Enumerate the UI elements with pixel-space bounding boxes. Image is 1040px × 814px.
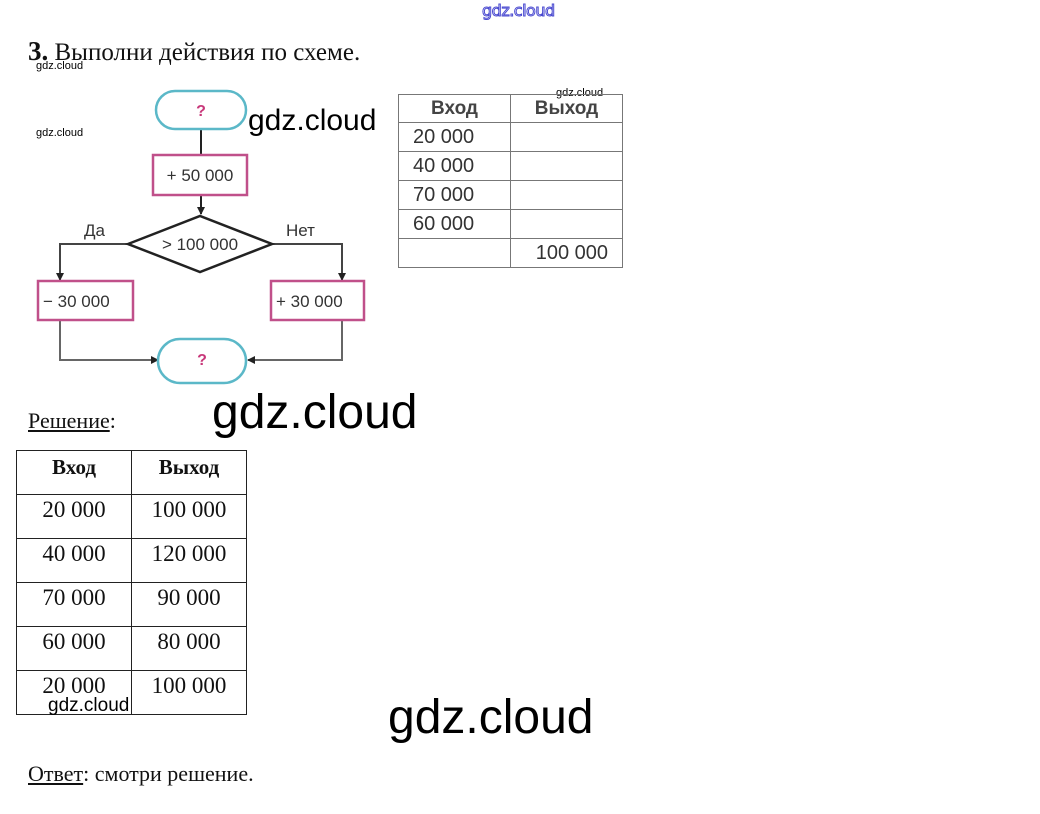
yes-label: Да <box>84 221 106 240</box>
header-input: Вход <box>398 94 511 123</box>
process-add-50000-label: + 50 000 <box>167 166 234 185</box>
watermark-table-overlay: gdz.cloud <box>48 695 130 716</box>
table-row: 20 000 <box>398 122 623 152</box>
input-cell: 20 000 <box>16 494 132 539</box>
solution-label-text: Решение <box>28 408 110 433</box>
watermark-big: gdz.cloud <box>212 386 418 439</box>
watermark-small: gdz.cloud <box>36 60 84 72</box>
yes-merge-arrow <box>59 320 159 364</box>
task-text: Выполни действия по схеме. <box>54 39 361 66</box>
output-cell: 100 000 <box>131 494 247 539</box>
output-cell: 100 000 <box>131 670 247 715</box>
solution-label-colon: : <box>109 408 116 433</box>
process-add-30000 <box>269 279 366 322</box>
input-cell: 70 000 <box>398 180 511 210</box>
output-cell <box>510 180 623 210</box>
answer-label: Ответ <box>28 761 84 786</box>
input-cell: 60 000 <box>398 209 511 239</box>
task-table-header-row: Вход Выход <box>398 94 623 123</box>
output-cell: 120 000 <box>131 538 247 583</box>
table-row: 100 000 <box>398 238 623 268</box>
output-cell <box>510 122 623 152</box>
table-row: 40 000 120 000 <box>16 538 247 583</box>
start-terminal <box>154 89 248 131</box>
watermark-big: gdz.cloud <box>388 691 594 744</box>
output-cell: 80 000 <box>131 626 247 671</box>
watermark-top: gdz.cloud <box>482 1 556 21</box>
input-cell: 20 000 <box>16 670 132 715</box>
flowchart: ? + 50 000 > 100 000 Да Нет − 30 000 + 3… <box>36 89 366 385</box>
table-row: 70 000 <box>398 180 623 210</box>
decision-label: > 100 000 <box>162 235 238 254</box>
task-number: 3. <box>28 36 49 66</box>
input-cell: 40 000 <box>398 151 511 181</box>
start-label: ? <box>196 103 206 120</box>
end-label: ? <box>197 352 207 369</box>
output-cell <box>510 151 623 181</box>
no-merge-arrow <box>247 320 343 364</box>
table-row: 20 000 100 000 <box>16 670 247 715</box>
answer: Ответ: смотри решение. <box>28 761 254 787</box>
output-cell: 90 000 <box>131 582 247 627</box>
task-title: 3. Выполни действия по схеме. <box>28 36 360 67</box>
input-cell: 20 000 <box>398 122 511 152</box>
input-cell: 60 000 <box>16 626 132 671</box>
task-table: Вход Выход 20 000 40 000 70 000 60 000 1… <box>398 94 623 268</box>
process-subtract-30000-label: − 30 000 <box>43 292 110 311</box>
watermark-small: gdz.cloud <box>36 127 84 139</box>
no-label: Нет <box>286 221 315 240</box>
input-cell: 40 000 <box>16 538 132 583</box>
end-terminal <box>156 337 248 385</box>
table-row: 70 000 90 000 <box>16 582 247 627</box>
no-branch-arrow <box>272 243 346 281</box>
answer-text: : смотри решение. <box>83 761 254 786</box>
solution-table-header-row: Вход Выход <box>16 450 247 495</box>
decision-diamond <box>124 214 276 274</box>
solution-table: Вход Выход 20 000 100 000 40 000 120 000… <box>16 450 247 715</box>
table-row: 60 000 <box>398 209 623 239</box>
process-subtract-30000 <box>36 279 135 322</box>
header-output: Выход <box>510 94 623 123</box>
table-row: 40 000 <box>398 151 623 181</box>
header-output: Выход <box>131 450 247 495</box>
input-cell <box>398 238 511 268</box>
table-row: 60 000 80 000 <box>16 626 247 671</box>
header-input: Вход <box>16 450 132 495</box>
process-add-30000-label: + 30 000 <box>276 292 343 311</box>
watermark-mid: gdz.cloud <box>248 104 377 137</box>
output-cell <box>510 209 623 239</box>
process-add-50000 <box>151 153 249 197</box>
output-cell: 100 000 <box>510 238 623 268</box>
solution-label: Решение: <box>28 408 116 434</box>
yes-branch-arrow <box>56 243 128 281</box>
input-cell: 70 000 <box>16 582 132 627</box>
table-row: 20 000 100 000 <box>16 494 247 539</box>
